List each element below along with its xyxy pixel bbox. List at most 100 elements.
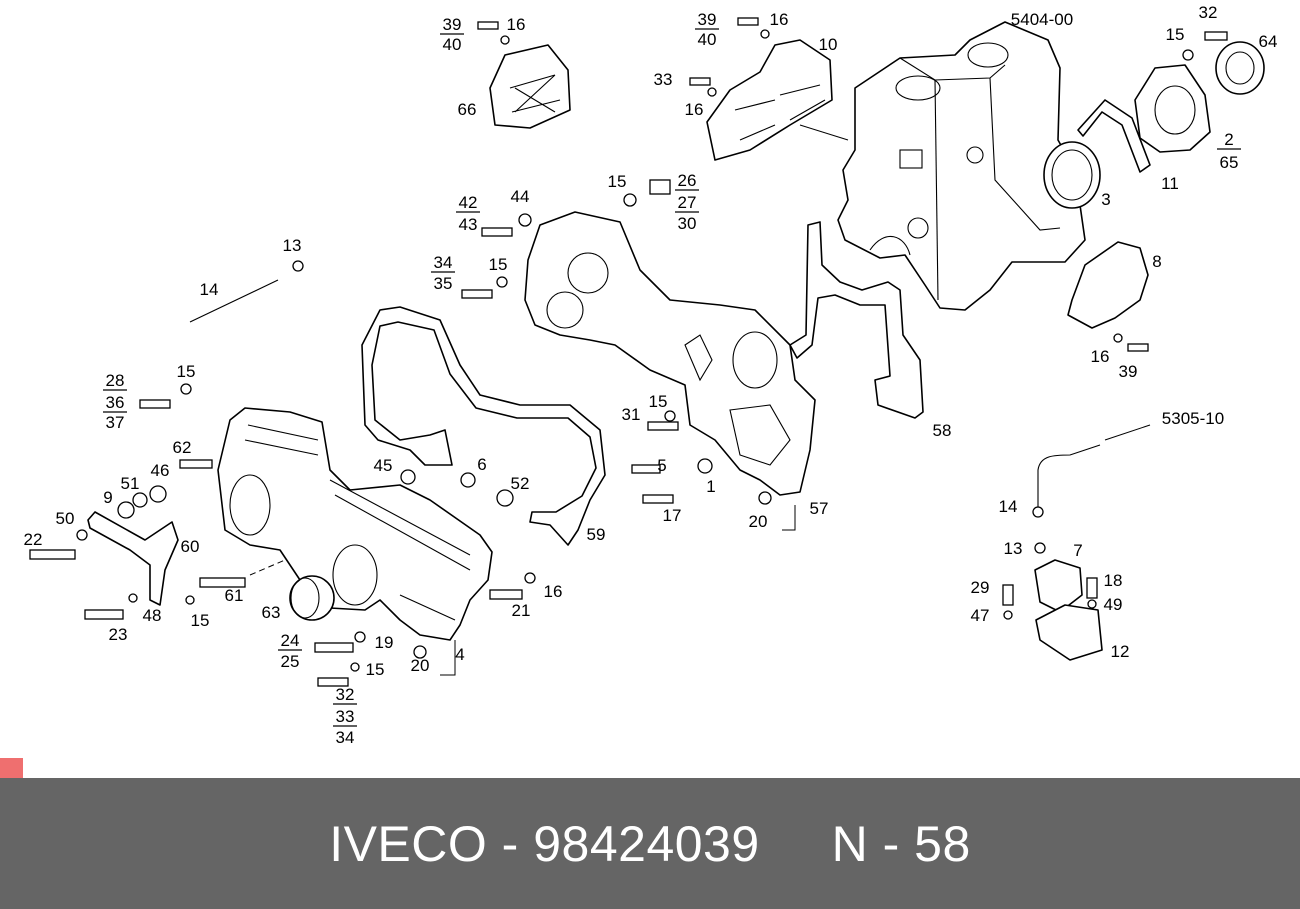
- callout-6: 6: [477, 455, 486, 474]
- callout-2: 2: [1224, 130, 1233, 149]
- callout-28: 28: [106, 371, 125, 390]
- bracket-66: [489, 44, 571, 129]
- callout-46: 46: [151, 461, 170, 480]
- callout-26: 26: [678, 171, 697, 190]
- callout-40b: 40: [698, 30, 717, 49]
- gasket-58: [789, 221, 924, 419]
- callout-42: 42: [459, 193, 478, 212]
- callout-15d: 15: [177, 362, 196, 381]
- callout-43: 43: [459, 215, 478, 234]
- callout-57: 57: [810, 499, 829, 518]
- callout-11: 11: [1161, 174, 1179, 193]
- fraction-bars: [103, 28, 1241, 727]
- callout-50: 50: [56, 509, 75, 528]
- engine-block: [837, 21, 1086, 311]
- callout-16d: 16: [1091, 347, 1110, 366]
- leader-lines: [249, 124, 849, 676]
- callout-35: 35: [434, 274, 453, 293]
- callout-7: 7: [1073, 541, 1082, 560]
- callout-24: 24: [281, 631, 300, 650]
- callout-52: 52: [511, 474, 530, 493]
- callout-15g: 15: [366, 660, 385, 679]
- callout-16b: 16: [770, 10, 789, 29]
- sensor-hose-14: [1037, 424, 1151, 508]
- callout-45: 45: [374, 456, 393, 475]
- gasket-11: [1077, 99, 1151, 173]
- callout-5404-00: 5404-00: [1011, 10, 1073, 29]
- callout-48: 48: [143, 606, 162, 625]
- callout-29: 29: [971, 578, 990, 597]
- callout-32b: 32: [336, 685, 355, 704]
- callout-30: 30: [678, 214, 697, 233]
- seal-ring-3: [1043, 141, 1101, 209]
- callout-31: 31: [622, 405, 641, 424]
- callout-33b: 33: [336, 707, 355, 726]
- callout-27: 27: [678, 193, 697, 212]
- callout-13a: 13: [283, 236, 302, 255]
- callout-3: 3: [1101, 190, 1110, 209]
- callout-20a: 20: [749, 512, 768, 531]
- rear-cover-2: [1134, 64, 1211, 153]
- callout-49: 49: [1104, 595, 1123, 614]
- callout-39c: 39: [1119, 362, 1138, 381]
- callout-4: 4: [455, 645, 464, 664]
- callout-34b: 34: [336, 728, 355, 747]
- callout-44: 44: [511, 187, 530, 206]
- callout-36: 36: [106, 393, 125, 412]
- callout-62: 62: [173, 438, 192, 457]
- callout-34a: 34: [434, 253, 453, 272]
- callout-14b: 14: [999, 497, 1018, 516]
- callout-5305-10: 5305-10: [1162, 409, 1224, 428]
- callout-16a: 16: [507, 15, 526, 34]
- callout-33a: 33: [654, 70, 673, 89]
- callout-47: 47: [971, 606, 990, 625]
- callout-65: 65: [1220, 153, 1239, 172]
- callout-40a: 40: [443, 35, 462, 54]
- callout-5: 5: [657, 456, 666, 475]
- callout-17: 17: [663, 506, 682, 525]
- bracket-60: [87, 511, 179, 606]
- bracket-8: [1067, 241, 1149, 329]
- callout-64: 64: [1259, 32, 1278, 51]
- callout-1: 1: [706, 477, 715, 496]
- callout-51: 51: [121, 474, 140, 493]
- callout-15b: 15: [608, 172, 627, 191]
- rod-14: [189, 279, 279, 323]
- callout-63: 63: [262, 603, 281, 622]
- callout-16e: 16: [544, 582, 563, 601]
- callout-15c: 15: [489, 255, 508, 274]
- callout-13b: 13: [1004, 539, 1023, 558]
- callout-37: 37: [106, 413, 125, 432]
- callout-60: 60: [181, 537, 200, 556]
- callout-39a: 39: [443, 15, 462, 34]
- callout-39b: 39: [698, 10, 717, 29]
- pulley-63: [289, 575, 335, 621]
- callout-9: 9: [103, 488, 112, 507]
- callout-12: 12: [1111, 642, 1130, 661]
- part-caption: IVECO - 98424039 N - 58: [329, 815, 971, 872]
- corner-marker-top: [0, 758, 23, 778]
- plate-12: [1035, 604, 1103, 661]
- fasteners: [29, 17, 1228, 687]
- callout-32a: 32: [1199, 3, 1218, 22]
- seal-64: [1215, 41, 1265, 95]
- caption-bar: IVECO - 98424039 N - 58: [0, 778, 1300, 909]
- callout-66: 66: [458, 100, 477, 119]
- gasket-59: [361, 306, 606, 546]
- callout-20b: 20: [411, 656, 430, 675]
- callout-14a: 14: [200, 280, 219, 299]
- callout-18: 18: [1104, 571, 1123, 590]
- callout-23: 23: [109, 625, 128, 644]
- callout-21: 21: [512, 601, 531, 620]
- bracket-10: [706, 39, 833, 161]
- bracket-7: [1034, 559, 1083, 613]
- callout-58: 58: [933, 421, 952, 440]
- front-cover-4: [217, 407, 493, 641]
- callout-59: 59: [587, 525, 606, 544]
- callout-22: 22: [24, 530, 43, 549]
- part-drawings: [29, 17, 1265, 727]
- callout-15a: 15: [1166, 25, 1185, 44]
- timing-case-57: [524, 211, 816, 496]
- exploded-parts-diagram: 394016663940161033165404-003215642651131…: [24, 3, 1278, 747]
